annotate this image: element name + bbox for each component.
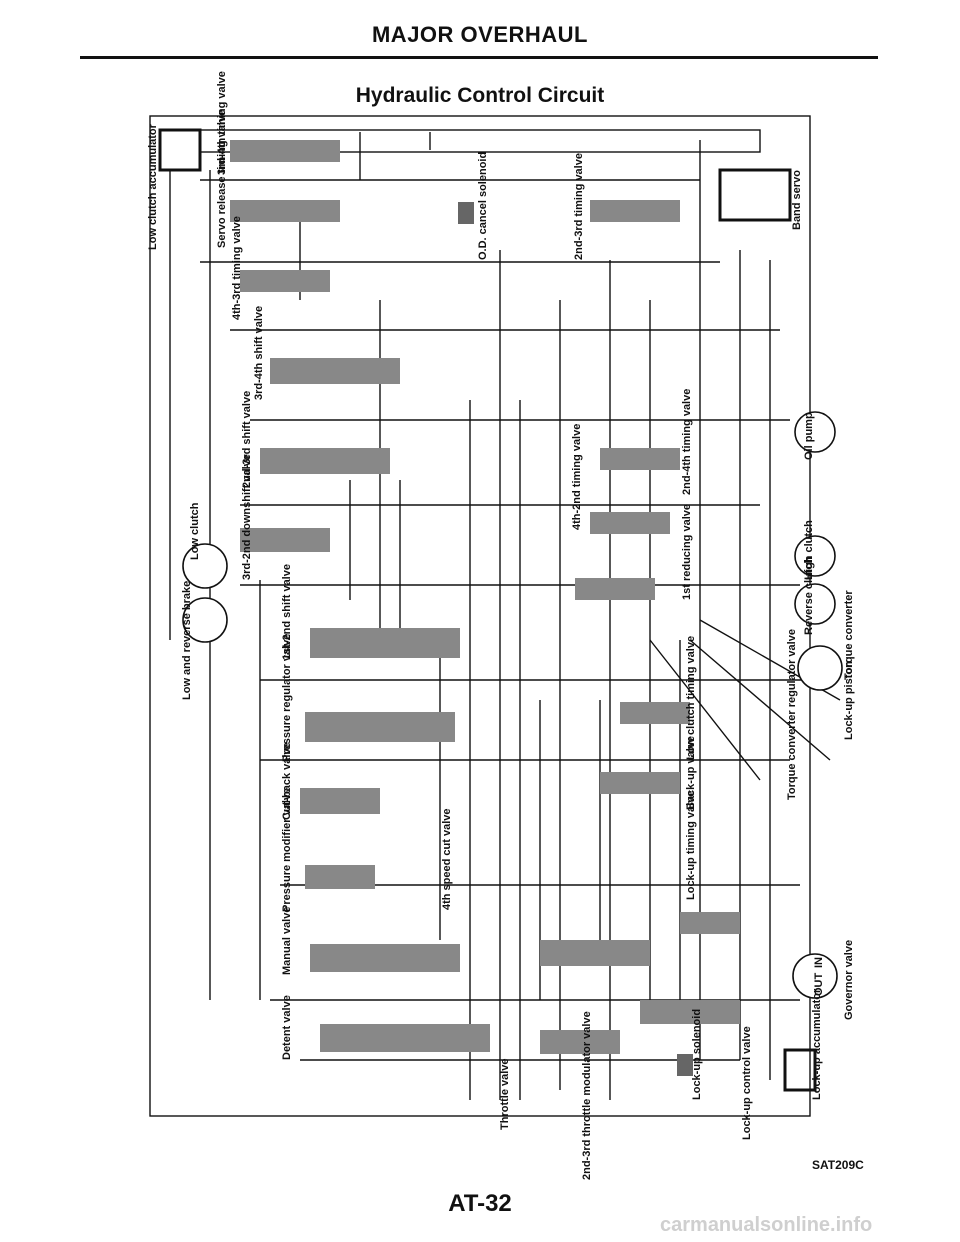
label-low-clutch: Low clutch <box>189 502 201 560</box>
valve-manual <box>310 944 460 972</box>
header-rule <box>80 56 878 59</box>
label-low-clutch-accumulator: Low clutch accumulator <box>147 123 159 250</box>
label-lock-up-solenoid: Lock-up solenoid <box>691 1009 703 1100</box>
low-clutch-circle <box>182 543 228 589</box>
label-3rd-4th-shift-valve: 3rd-4th shift valve <box>253 306 265 400</box>
valve-servo-release-timing <box>230 200 340 222</box>
label-1st-2nd-shift-valve: 1st-2nd shift valve <box>281 564 293 660</box>
leader-lines <box>649 619 841 781</box>
valve-3rd-4th-timing <box>230 140 340 162</box>
valve-low-clutch-timing <box>620 702 690 724</box>
governor-valve-circle <box>792 953 838 999</box>
valve-2nd-3rd-throttle-modulator <box>540 1030 620 1054</box>
label-lock-up-piston: Lock-up piston <box>843 661 855 740</box>
label-throttle-valve: Throttle valve <box>499 1058 511 1130</box>
label-4th-speed-cut-valve: 4th speed cut valve <box>441 809 453 911</box>
label-2nd-3rd-shift-valve: 2nd-3rd shift valve <box>241 391 253 488</box>
branch-lines <box>299 132 681 1000</box>
valve-4th-speed-cut <box>540 940 650 966</box>
low-clutch-accumulator-body <box>158 128 202 172</box>
label-od-cancel-solenoid: O.D. cancel solenoid <box>477 152 489 260</box>
page-number: AT-32 <box>448 1190 512 1217</box>
label-torque-converter: Torque converter <box>843 590 855 680</box>
label-2nd-3rd-throttle-modulator-valve: 2nd-3rd throttle modulator valve <box>581 1011 593 1180</box>
label-governor-valve: Governor valve <box>843 940 855 1020</box>
valve-lock-up-timing <box>680 912 740 934</box>
label-manual-valve: Manual valve <box>281 907 293 975</box>
component-labels: Low clutch accumulator 3rd-4th timing va… <box>147 71 855 1180</box>
valve-lock-up-control <box>640 1000 740 1024</box>
valve-1st-2nd-shift <box>310 628 460 658</box>
lock-up-solenoid-icon <box>677 1054 693 1076</box>
valve-detent-throttle <box>320 1024 490 1052</box>
watermark-text: carmanualsonline.info <box>660 1214 873 1236</box>
circular-components <box>182 411 843 999</box>
label-3rd-2nd-downshift-valve: 3rd-2nd downshift valve <box>241 454 253 580</box>
valve-2nd-3rd-timing <box>590 200 680 222</box>
label-lock-up-control-valve: Lock-up control valve <box>741 1026 753 1140</box>
torque-converter-circle <box>797 645 843 691</box>
valve-pressure-modifier <box>305 865 375 889</box>
valve-3rd-4th-shift <box>270 358 400 384</box>
valve-3rd-2nd-downshift <box>240 528 330 552</box>
label-pressure-modifier-valve: Pressure modifier valve <box>281 788 293 912</box>
valve-1st-reducing <box>575 578 655 600</box>
label-oil-pump: Oil pump <box>803 412 815 460</box>
label-pressure-regulator-valve: Pressure regulator valve <box>281 634 293 762</box>
valve-cut-back <box>300 788 380 814</box>
label-2nd-4th-timing-valve: 2nd-4th timing valve <box>681 389 693 495</box>
label-3rd-4th-timing-valve: 3rd-4th timing valve <box>216 71 228 175</box>
valve-4th-3rd-timing <box>240 270 330 292</box>
label-1st-reducing-valve: 1st reducing valve <box>681 504 693 600</box>
label-low-clutch-timing-valve: Low clutch timing valve <box>685 636 697 760</box>
label-4th-3rd-timing-valve: 4th-3rd timing valve <box>231 216 243 320</box>
high-clutch-circle <box>794 535 836 577</box>
label-detent-valve: Detent valve <box>281 995 293 1060</box>
valves <box>158 128 817 1092</box>
od-cancel-solenoid-icon <box>458 202 474 224</box>
section-title: MAJOR OVERHAUL <box>371 22 588 47</box>
reverse-clutch-circle <box>794 583 836 625</box>
label-back-up-valve: Back-up valve <box>685 736 697 810</box>
label-4th-2nd-timing-valve: 4th-2nd timing valve <box>571 424 583 530</box>
circuit-lines <box>149 115 841 1117</box>
label-servo-release-timing-valve: Servo release timing valve <box>216 110 228 248</box>
label-torque-converter-regulator-valve: Torque converter regulator valve <box>786 629 798 800</box>
low-reverse-brake-circle <box>182 597 228 643</box>
label-cut-back-valve: Cut-back valve <box>281 742 293 820</box>
valve-back-up <box>600 772 680 794</box>
oil-pump-circle <box>794 411 836 453</box>
label-governor-out: OUT <box>813 973 825 997</box>
valve-4th-2nd-timing <box>590 512 670 534</box>
label-governor-in: IN <box>813 957 825 968</box>
circuit-frame <box>149 115 811 1117</box>
lock-up-accumulator-body <box>783 1048 817 1092</box>
figure-code: SAT209C <box>812 1158 864 1172</box>
valve-2nd-3rd-shift <box>260 448 390 474</box>
label-low-reverse-brake: Low and reverse brake <box>181 581 193 700</box>
valve-pressure-regulator <box>305 712 455 742</box>
label-2nd-3rd-timing-valve: 2nd-3rd timing valve <box>573 153 585 260</box>
diagram-title: Hydraulic Control Circuit <box>355 84 605 107</box>
valve-2nd-4th-timing <box>600 448 680 470</box>
label-band-servo: Band servo <box>791 170 803 230</box>
label-lock-up-timing-valve: Lock-up timing valve <box>685 791 697 900</box>
label-lock-up-accumulator: Lock-up accumulator <box>811 988 823 1100</box>
label-reverse-clutch: Reverse clutch <box>803 556 815 635</box>
label-high-clutch: High clutch <box>803 520 815 580</box>
band-servo-body <box>718 168 792 222</box>
